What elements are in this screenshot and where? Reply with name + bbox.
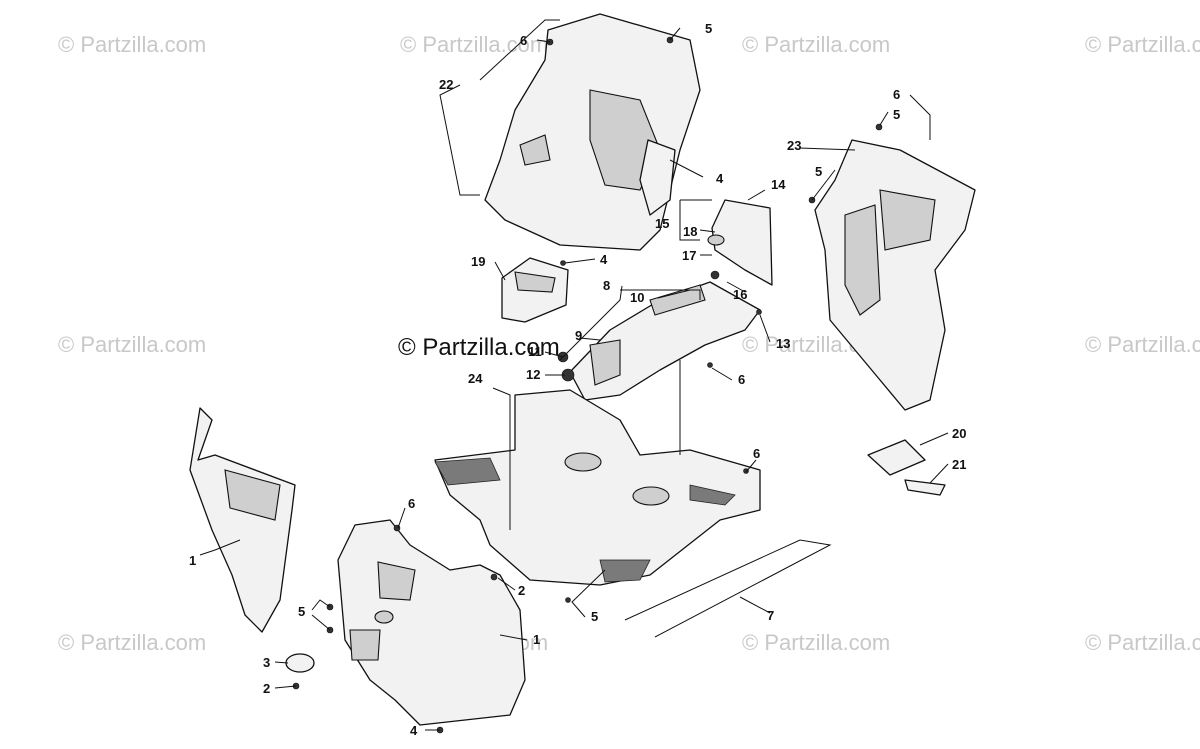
fastener	[757, 310, 762, 315]
part-strap-21	[905, 480, 945, 495]
fastener	[708, 363, 713, 368]
fastener	[711, 271, 719, 279]
callout-4: 4	[600, 252, 608, 267]
watermark: © Partzilla.com	[1085, 630, 1200, 655]
callout-14: 14	[771, 177, 786, 192]
part-plate-20	[868, 440, 925, 475]
fastener	[491, 574, 497, 580]
callout-13: 13	[776, 336, 790, 351]
callout-16: 16	[733, 287, 747, 302]
callout-6: 6	[893, 87, 900, 102]
callout-5: 5	[591, 609, 598, 624]
callout-5: 5	[298, 604, 305, 619]
callout-6: 6	[753, 446, 760, 461]
callout-1: 1	[533, 632, 540, 647]
watermark: © Partzilla.com	[742, 630, 890, 655]
callout-1: 1	[189, 553, 196, 568]
callout-12: 12	[526, 367, 540, 382]
callout-9: 9	[575, 328, 582, 343]
callout-5: 5	[705, 21, 712, 36]
watermark: © Partzilla.com	[1085, 32, 1200, 57]
callout-5: 5	[893, 107, 900, 122]
watermark: © Partzilla.com	[58, 32, 206, 57]
callout-2: 2	[518, 583, 525, 598]
watermark: © Partzilla.com	[1085, 332, 1200, 357]
fastener	[876, 124, 882, 130]
callout-17: 17	[682, 248, 696, 263]
callout-4: 4	[716, 171, 724, 186]
callout-6: 6	[738, 372, 745, 387]
part-center-console	[570, 282, 760, 400]
watermark: © Partzilla.com	[742, 32, 890, 57]
fastener	[566, 598, 571, 603]
callout-7: 7	[767, 608, 774, 623]
callout-10: 10	[630, 290, 644, 305]
callout-2: 2	[263, 681, 270, 696]
callout-3: 3	[263, 655, 270, 670]
callout-6: 6	[520, 33, 527, 48]
callout-22: 22	[439, 77, 453, 92]
callout-18: 18	[683, 224, 697, 239]
callout-21: 21	[952, 457, 966, 472]
watermark: © Partzilla.com	[58, 332, 206, 357]
callout-11: 11	[528, 344, 542, 359]
callout-24: 24	[468, 371, 483, 386]
callout-20: 20	[952, 426, 966, 441]
callout-5: 5	[815, 164, 822, 179]
callout-15: 15	[655, 216, 669, 231]
callout-19: 19	[471, 254, 485, 269]
callout-23: 23	[787, 138, 801, 153]
watermark: © Partzilla.com	[58, 630, 206, 655]
part-left-side-panel	[190, 408, 295, 632]
part-cap-3	[286, 654, 314, 672]
callout-8: 8	[603, 278, 610, 293]
fastener	[561, 261, 566, 266]
part-floor-pan	[435, 390, 760, 585]
callout-6: 6	[408, 496, 415, 511]
callout-4: 4	[410, 723, 418, 738]
part-bracket-19	[502, 258, 568, 322]
part-right-panel	[815, 140, 975, 410]
